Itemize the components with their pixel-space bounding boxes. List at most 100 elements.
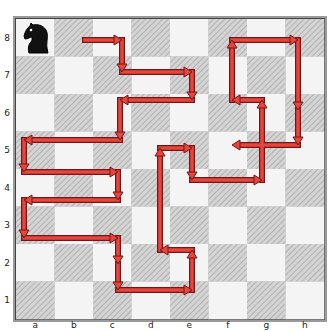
tour-arrow-outline <box>189 148 195 173</box>
file-label: f <box>226 320 229 330</box>
tour-arrow-outline <box>85 37 115 43</box>
tour-arrowhead <box>19 230 29 238</box>
tour-arrow-outline <box>157 155 163 250</box>
board-square <box>247 132 286 170</box>
board-square <box>55 94 94 132</box>
board-square <box>286 207 325 245</box>
tour-arrow <box>85 38 115 42</box>
tour-arrow-outline <box>31 197 118 203</box>
tour-arrow <box>190 257 194 290</box>
file-label: c <box>110 320 115 330</box>
board-square <box>286 169 325 207</box>
tour-arrowhead <box>110 167 118 177</box>
tour-arrow <box>192 178 255 182</box>
board-square <box>16 244 55 282</box>
board-square <box>93 94 132 132</box>
tour-arrowhead <box>113 282 123 290</box>
file-label: b <box>71 320 77 330</box>
board-square <box>209 132 248 170</box>
tour-arrowhead <box>293 102 303 110</box>
board-square <box>286 19 325 57</box>
tour-arrow <box>158 155 162 250</box>
rank-label: 1 <box>4 295 10 305</box>
tour-arrow <box>239 98 262 102</box>
board-square <box>209 169 248 207</box>
tour-arrow-outline <box>117 100 123 133</box>
board-square <box>247 169 286 207</box>
board-square <box>16 282 55 320</box>
tour-arrow-outline <box>189 72 195 93</box>
tour-arrowhead <box>257 100 267 108</box>
file-label: a <box>32 320 38 330</box>
board-square <box>132 19 171 57</box>
tour-arrow <box>116 238 120 257</box>
file-label: e <box>186 320 192 330</box>
rank-label: 3 <box>4 220 10 230</box>
board-square <box>209 282 248 320</box>
tour-arrow-outline <box>192 177 255 183</box>
board-square <box>247 244 286 282</box>
tour-arrow <box>127 98 192 102</box>
board-square <box>132 207 171 245</box>
board-square <box>170 207 209 245</box>
tour-arrow <box>296 40 300 103</box>
board-square <box>93 57 132 95</box>
tour-arrow-outline <box>21 140 27 165</box>
tour-arrow-outline <box>122 69 185 75</box>
tour-arrowhead <box>24 195 32 205</box>
tour-arrow-outline <box>160 145 185 151</box>
tour-arrow <box>116 264 120 283</box>
tour-arrow <box>116 172 120 193</box>
board-square <box>286 244 325 282</box>
tour-arrow <box>232 38 291 42</box>
tour-arrow <box>190 148 194 173</box>
tour-arrow-outline <box>119 40 125 65</box>
tour-arrow <box>296 110 300 138</box>
board-frame <box>13 16 327 322</box>
tour-arrow <box>239 143 298 147</box>
tour-arrow <box>167 248 192 252</box>
tour-arrow-outline <box>115 172 121 193</box>
tour-arrow-outline <box>24 169 111 175</box>
board-square <box>209 244 248 282</box>
board-square <box>170 169 209 207</box>
tour-arrowhead <box>232 140 240 150</box>
tour-arrowhead <box>160 245 168 255</box>
tour-arrow-outline <box>232 37 291 43</box>
tour-arrowhead <box>184 285 192 295</box>
tour-arrowhead <box>114 35 122 45</box>
board-square <box>93 244 132 282</box>
tour-arrowhead <box>120 95 128 105</box>
tour-arrowhead <box>24 135 32 145</box>
tour-arrow-outline <box>189 257 195 290</box>
tour-arrowhead <box>110 233 118 243</box>
board-square <box>286 132 325 170</box>
board-square <box>247 282 286 320</box>
file-label: g <box>263 320 269 330</box>
tour-arrowhead <box>113 192 123 200</box>
board-square <box>170 19 209 57</box>
tour-arrowhead <box>115 132 125 140</box>
board-square <box>286 94 325 132</box>
tour-arrow-outline <box>239 142 298 148</box>
tour-arrow <box>24 236 111 240</box>
tour-arrow-outline <box>118 287 185 293</box>
tour-arrow-outline <box>115 264 121 283</box>
tour-arrow <box>31 198 118 202</box>
board-square <box>16 94 55 132</box>
board-square <box>209 207 248 245</box>
file-label: h <box>302 320 308 330</box>
board-square <box>16 19 55 57</box>
board-square <box>55 244 94 282</box>
tour-arrowhead <box>187 250 197 258</box>
knight-piece <box>24 23 48 53</box>
tour-arrow <box>118 100 122 133</box>
tour-arrow-outline <box>127 97 192 103</box>
file-label: d <box>148 320 154 330</box>
board-square <box>286 282 325 320</box>
tour-arrow-outline <box>229 47 235 100</box>
tour-arrowhead <box>293 137 303 145</box>
knight-eye <box>30 29 33 32</box>
tour-arrow-outline <box>21 200 27 231</box>
